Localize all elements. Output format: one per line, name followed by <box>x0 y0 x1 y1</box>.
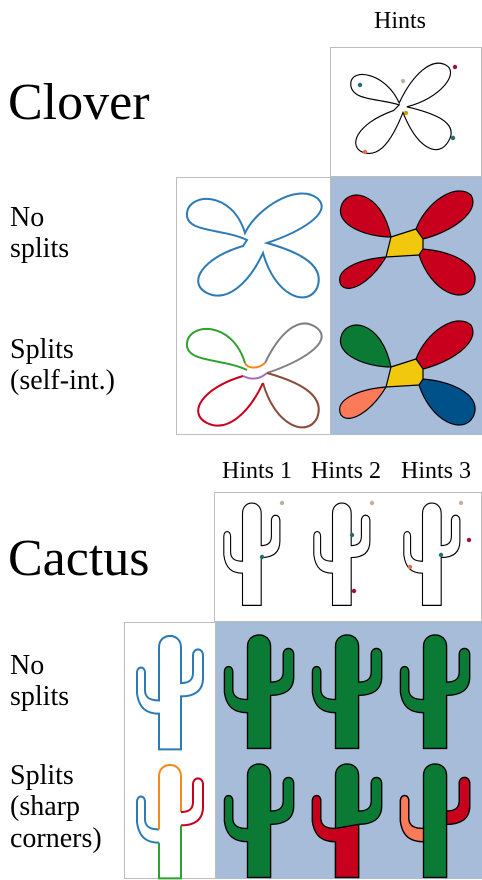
cactus-hints-1-header: Hints 1 <box>222 458 292 485</box>
clover-split-orange <box>245 363 265 368</box>
cactus-outline-panel <box>124 622 216 879</box>
cactus-split-orange <box>159 765 181 830</box>
hint-dot <box>363 150 367 154</box>
clover-center-yellow <box>386 359 423 387</box>
clover-lobe-red <box>419 249 475 295</box>
hint-dot <box>459 501 463 505</box>
label-line: splits <box>10 681 69 712</box>
clover-lobe-darkblue <box>419 379 475 425</box>
clover-split-purple <box>243 373 267 379</box>
label-line: No <box>10 202 69 233</box>
hint-dot <box>401 79 405 83</box>
label-line: (sharp <box>10 791 102 822</box>
cactus-fill-split-2 <box>312 764 381 877</box>
cactus-fill-panel <box>216 622 482 879</box>
hint-dot <box>280 501 284 505</box>
clover-outline-panel <box>176 177 331 435</box>
hint-dot <box>260 555 264 559</box>
clover-split-green <box>187 329 247 370</box>
hint-dot <box>352 589 356 593</box>
cactus-hint-1 <box>224 503 280 605</box>
clover-center-yellow <box>386 229 423 257</box>
cactus-hint-2 <box>314 503 370 605</box>
cactus-fill-split-3 <box>400 764 469 877</box>
cactus-fill-no-split-3 <box>400 635 469 748</box>
clover-lobe-green <box>340 325 391 367</box>
cactus-split-green <box>159 825 181 878</box>
cactus-region-red <box>447 777 470 824</box>
clover-fill-splits <box>340 321 476 425</box>
cactus-row-no-splits-label: No splits <box>10 650 69 713</box>
cactus-hints-2-header: Hints 2 <box>311 458 381 485</box>
hint-dot <box>350 533 354 537</box>
clover-split-red <box>198 376 263 426</box>
hint-dot <box>451 136 455 140</box>
cactus-split <box>137 765 203 878</box>
cactus-row-splits-label: Splits (sharp corners) <box>10 760 102 854</box>
cactus-region-salmon <box>400 796 423 842</box>
cactus-hints-panel <box>214 492 482 622</box>
clover-row-no-splits-label: No splits <box>10 202 69 265</box>
hint-dot <box>453 65 457 69</box>
cactus-fill-no-split-1 <box>224 635 293 748</box>
clover-no-split-curve <box>187 193 322 297</box>
clover-hints-panel <box>330 47 482 177</box>
clover-split-brown <box>263 373 319 427</box>
label-line: splits <box>10 233 69 264</box>
hint-dot <box>370 501 374 505</box>
label-line: Splits <box>10 334 115 365</box>
hint-dot <box>358 83 362 87</box>
cactus-no-split <box>137 636 203 749</box>
clover-lobe-red <box>340 195 391 237</box>
cactus-hint-3 <box>404 503 460 605</box>
hint-dot <box>408 565 412 569</box>
label-line: corners) <box>10 823 102 854</box>
cactus-fill-no-split-2 <box>312 635 381 748</box>
hint-dot <box>404 111 408 115</box>
hint-dot <box>439 553 443 557</box>
label-line: No <box>10 650 69 681</box>
cactus-fill-split-1 <box>224 764 293 877</box>
clover-lobe-red <box>416 321 473 369</box>
clover-lobe-salmon <box>340 387 386 418</box>
label-line: Splits <box>10 760 102 791</box>
cactus-hints-3-header: Hints 3 <box>401 458 471 485</box>
clover-fill-panel <box>331 177 482 435</box>
clover-fill-no-splits <box>340 191 476 295</box>
cactus-split-blue <box>137 797 159 843</box>
clover-split-gray <box>265 323 322 373</box>
label-line: (self-int.) <box>10 365 115 396</box>
clover-row-splits-label: Splits (self-int.) <box>10 334 115 397</box>
clover-title: Clover <box>8 74 150 132</box>
cactus-split-red <box>181 778 203 825</box>
clover-lobe-red <box>416 191 473 239</box>
hint-dot <box>467 538 471 542</box>
cactus-title: Cactus <box>8 530 150 588</box>
clover-lobe-red <box>340 257 386 288</box>
clover-hints-header: Hints <box>374 8 426 35</box>
clover-outline <box>351 63 451 153</box>
